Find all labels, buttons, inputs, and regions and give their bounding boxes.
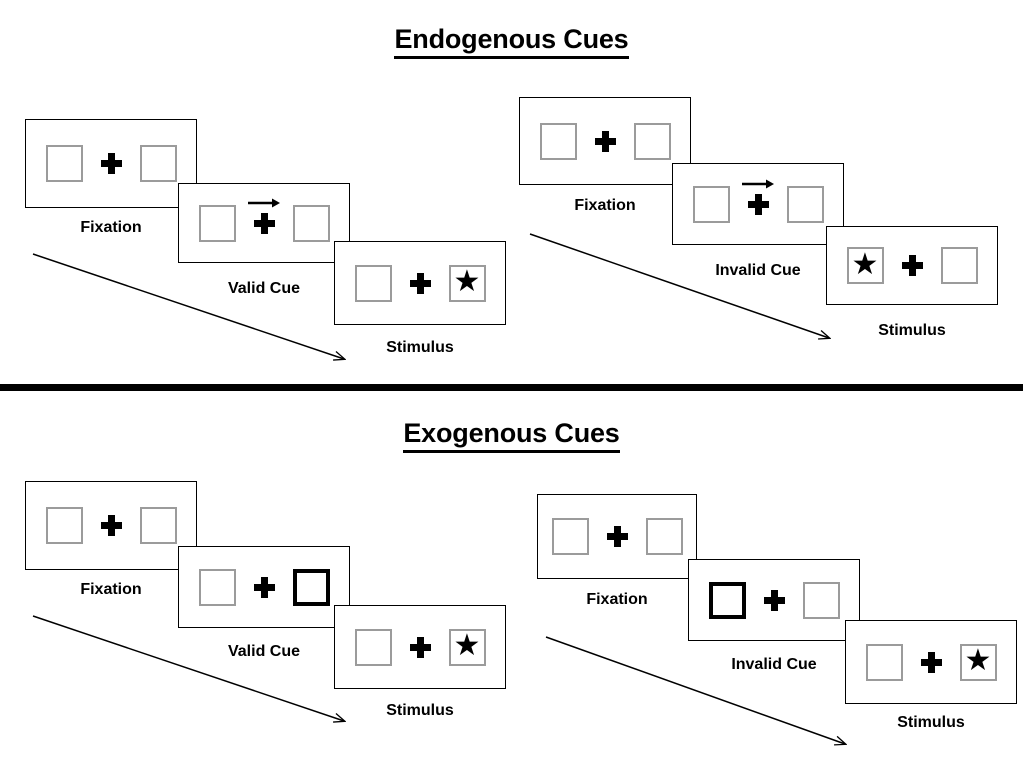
fixation-cross-icon <box>594 130 616 152</box>
stim-box-right: ★ <box>448 264 486 302</box>
stim-box-right: ★ <box>786 185 824 223</box>
panel-content: ★ ★ <box>354 628 486 666</box>
stim-box-left: ★ <box>45 145 83 182</box>
stim-box-left: ★ <box>539 122 577 160</box>
stim-box-right: ★ <box>292 204 330 242</box>
stim-box-right: ★ <box>940 247 978 284</box>
caption-exogenous-invalid-cue: Invalid Cue <box>731 656 817 673</box>
stim-box-left: ★ <box>354 264 392 302</box>
fixation-cross-icon <box>409 272 431 294</box>
panel-content: ★ ★ <box>354 264 486 302</box>
panel-content: ★ ★ <box>198 568 330 606</box>
panel-endogenous-invalid-fixation[interactable]: ★ ★ <box>519 97 691 185</box>
stim-box-right: ★ <box>448 628 486 666</box>
caption-endogenous-valid-stimulus: Stimulus <box>386 339 454 356</box>
panel-exogenous-valid-fixation[interactable]: ★ ★ <box>25 481 197 570</box>
star-icon: ★ <box>851 247 879 281</box>
fixation-cross-icon <box>763 589 785 611</box>
stim-box-left: ★ <box>354 628 392 666</box>
arrow-right-icon <box>248 198 280 207</box>
flow-arrow-endogenous-valid <box>32 253 344 359</box>
caption-exogenous-valid-stimulus: Stimulus <box>386 702 454 719</box>
flow-arrow-exogenous-valid <box>32 615 344 721</box>
caption-exogenous-valid-fixation: Fixation <box>80 581 142 598</box>
flow-arrow-exogenous-invalid <box>545 636 845 744</box>
panel-content: ★ ★ <box>539 122 671 160</box>
panel-endogenous-invalid-cue[interactable]: ★ ★ <box>672 163 844 245</box>
fixation-cross-icon <box>606 526 628 547</box>
fixation-cross-icon <box>901 255 923 276</box>
flow-arrow-endogenous-invalid <box>529 233 829 338</box>
panel-exogenous-invalid-fixation[interactable]: ★ ★ <box>537 494 697 579</box>
section-divider <box>0 384 1023 391</box>
caption-exogenous-invalid-fixation: Fixation <box>586 591 648 608</box>
stim-box-right: ★ <box>645 518 683 555</box>
section-title-endogenous: Endogenous Cues <box>0 24 1023 59</box>
stim-box-left: ★ <box>198 204 236 242</box>
fixation-cross-icon <box>248 198 280 234</box>
caption-endogenous-invalid-stimulus: Stimulus <box>878 322 946 339</box>
panel-content: ★ ★ <box>551 518 683 555</box>
fixation-cross-icon <box>409 636 431 658</box>
stim-box-right: ★ <box>633 122 671 160</box>
panel-content: ★ ★ <box>198 198 330 242</box>
panel-exogenous-valid-stimulus[interactable]: ★ ★ <box>334 605 506 689</box>
stim-box-left: ★ <box>692 185 730 223</box>
stim-box-left: ★ <box>198 568 236 606</box>
stim-box-right: ★ <box>139 145 177 182</box>
stim-box-left: ★ <box>865 643 903 681</box>
stim-box-left-cued: ★ <box>708 581 746 619</box>
stim-box-right-cued: ★ <box>292 568 330 606</box>
panel-exogenous-valid-cue[interactable]: ★ ★ <box>178 546 350 628</box>
section-title-exogenous-text: Exogenous Cues <box>403 418 620 453</box>
panel-endogenous-valid-fixation[interactable]: ★ ★ <box>25 119 197 208</box>
panel-content: ★ ★ <box>692 179 824 223</box>
fixation-cross-icon <box>920 651 942 673</box>
panel-content: ★ ★ <box>45 507 177 544</box>
stim-box-left: ★ <box>551 518 589 555</box>
star-icon: ★ <box>453 265 481 298</box>
arrow-right-icon <box>742 179 774 188</box>
stim-box-right: ★ <box>802 581 840 619</box>
panel-endogenous-valid-stimulus[interactable]: ★ ★ <box>334 241 506 325</box>
stim-box-right: ★ <box>139 507 177 544</box>
caption-endogenous-invalid-fixation: Fixation <box>574 197 636 214</box>
panel-endogenous-invalid-stimulus[interactable]: ★ ★ <box>826 226 998 305</box>
panel-content: ★ ★ <box>865 643 997 681</box>
star-icon: ★ <box>964 644 992 677</box>
panel-endogenous-valid-cue[interactable]: ★ ★ <box>178 183 350 263</box>
fixation-cross-icon <box>100 153 122 174</box>
fixation-cross-icon <box>253 576 275 598</box>
stim-box-left: ★ <box>45 507 83 544</box>
stim-box-right: ★ <box>959 643 997 681</box>
panel-content: ★ ★ <box>708 581 840 619</box>
stim-box-left: ★ <box>846 247 884 284</box>
fixation-cross-icon <box>742 179 774 215</box>
caption-endogenous-valid-cue: Valid Cue <box>227 280 301 297</box>
panel-exogenous-invalid-stimulus[interactable]: ★ ★ <box>845 620 1017 704</box>
panel-exogenous-invalid-cue[interactable]: ★ ★ <box>688 559 860 641</box>
caption-endogenous-valid-fixation: Fixation <box>80 219 142 236</box>
caption-endogenous-invalid-cue: Invalid Cue <box>715 262 801 279</box>
section-title-endogenous-text: Endogenous Cues <box>394 24 629 59</box>
caption-exogenous-invalid-stimulus: Stimulus <box>897 714 965 731</box>
caption-exogenous-valid-cue: Valid Cue <box>227 643 301 660</box>
fixation-cross-icon <box>100 515 122 536</box>
panel-content: ★ ★ <box>45 145 177 182</box>
panel-content: ★ ★ <box>846 247 978 284</box>
section-title-exogenous: Exogenous Cues <box>0 418 1023 453</box>
star-icon: ★ <box>453 629 481 662</box>
